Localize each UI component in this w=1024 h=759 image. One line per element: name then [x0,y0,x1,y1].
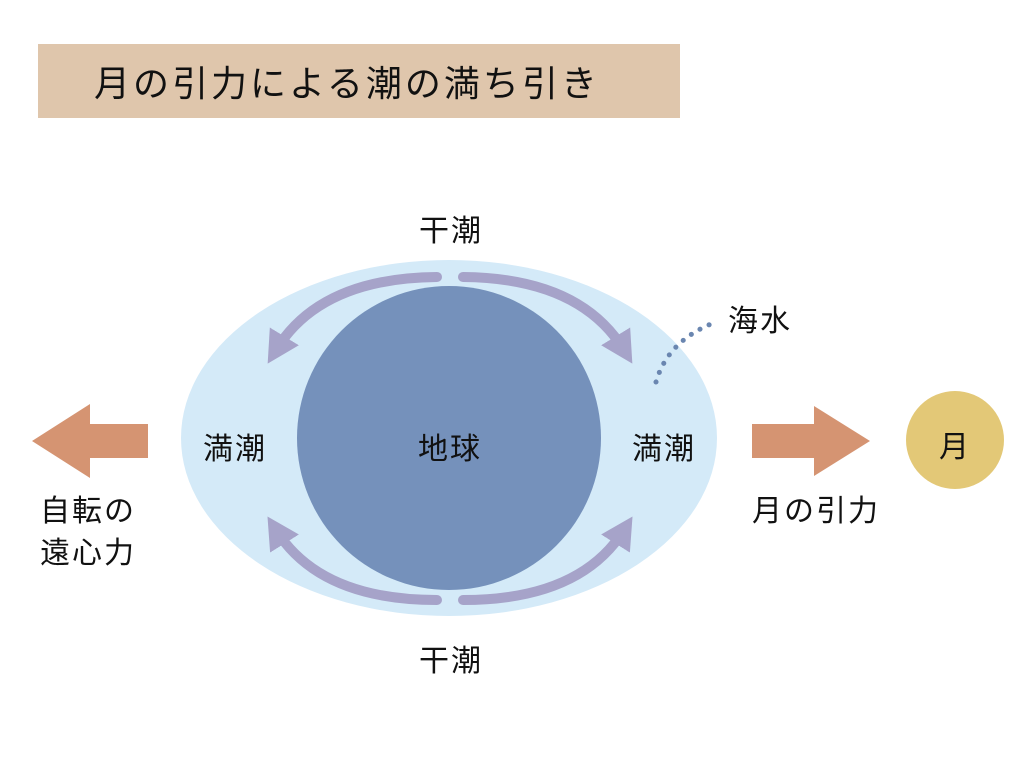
moon-gravity-label: 月の引力 [752,494,880,529]
water-flow-arrow-bottom-left [267,516,442,605]
low-tide-top-label: 干潮 [419,214,483,249]
centrifugal-label-line2: 遠心力 [40,536,136,571]
page-title: 月の引力による潮の満ち引き [94,64,600,105]
water-flow-arrow-top-left [267,272,442,364]
low-tide-bottom-label: 干潮 [419,644,483,679]
centrifugal-force-arrow [32,404,148,478]
moon-gravity-arrow [752,406,870,476]
title-banner: 月の引力による潮の満ち引き [38,44,680,118]
seawater-label: 海水 [728,304,792,339]
earth-circle [297,286,601,590]
water-flow-arrow-bottom-right [458,516,633,605]
centrifugal-label-line1: 自転の [40,494,136,529]
earth-label: 地球 [418,432,482,467]
moon-label: 月 [939,430,971,465]
high-tide-left-label: 満潮 [203,432,267,467]
high-tide-right-label: 満潮 [632,432,696,467]
water-flow-arrow-top-right [458,272,633,364]
seawater-leader-line [653,319,719,385]
moon-circle [906,391,1004,489]
